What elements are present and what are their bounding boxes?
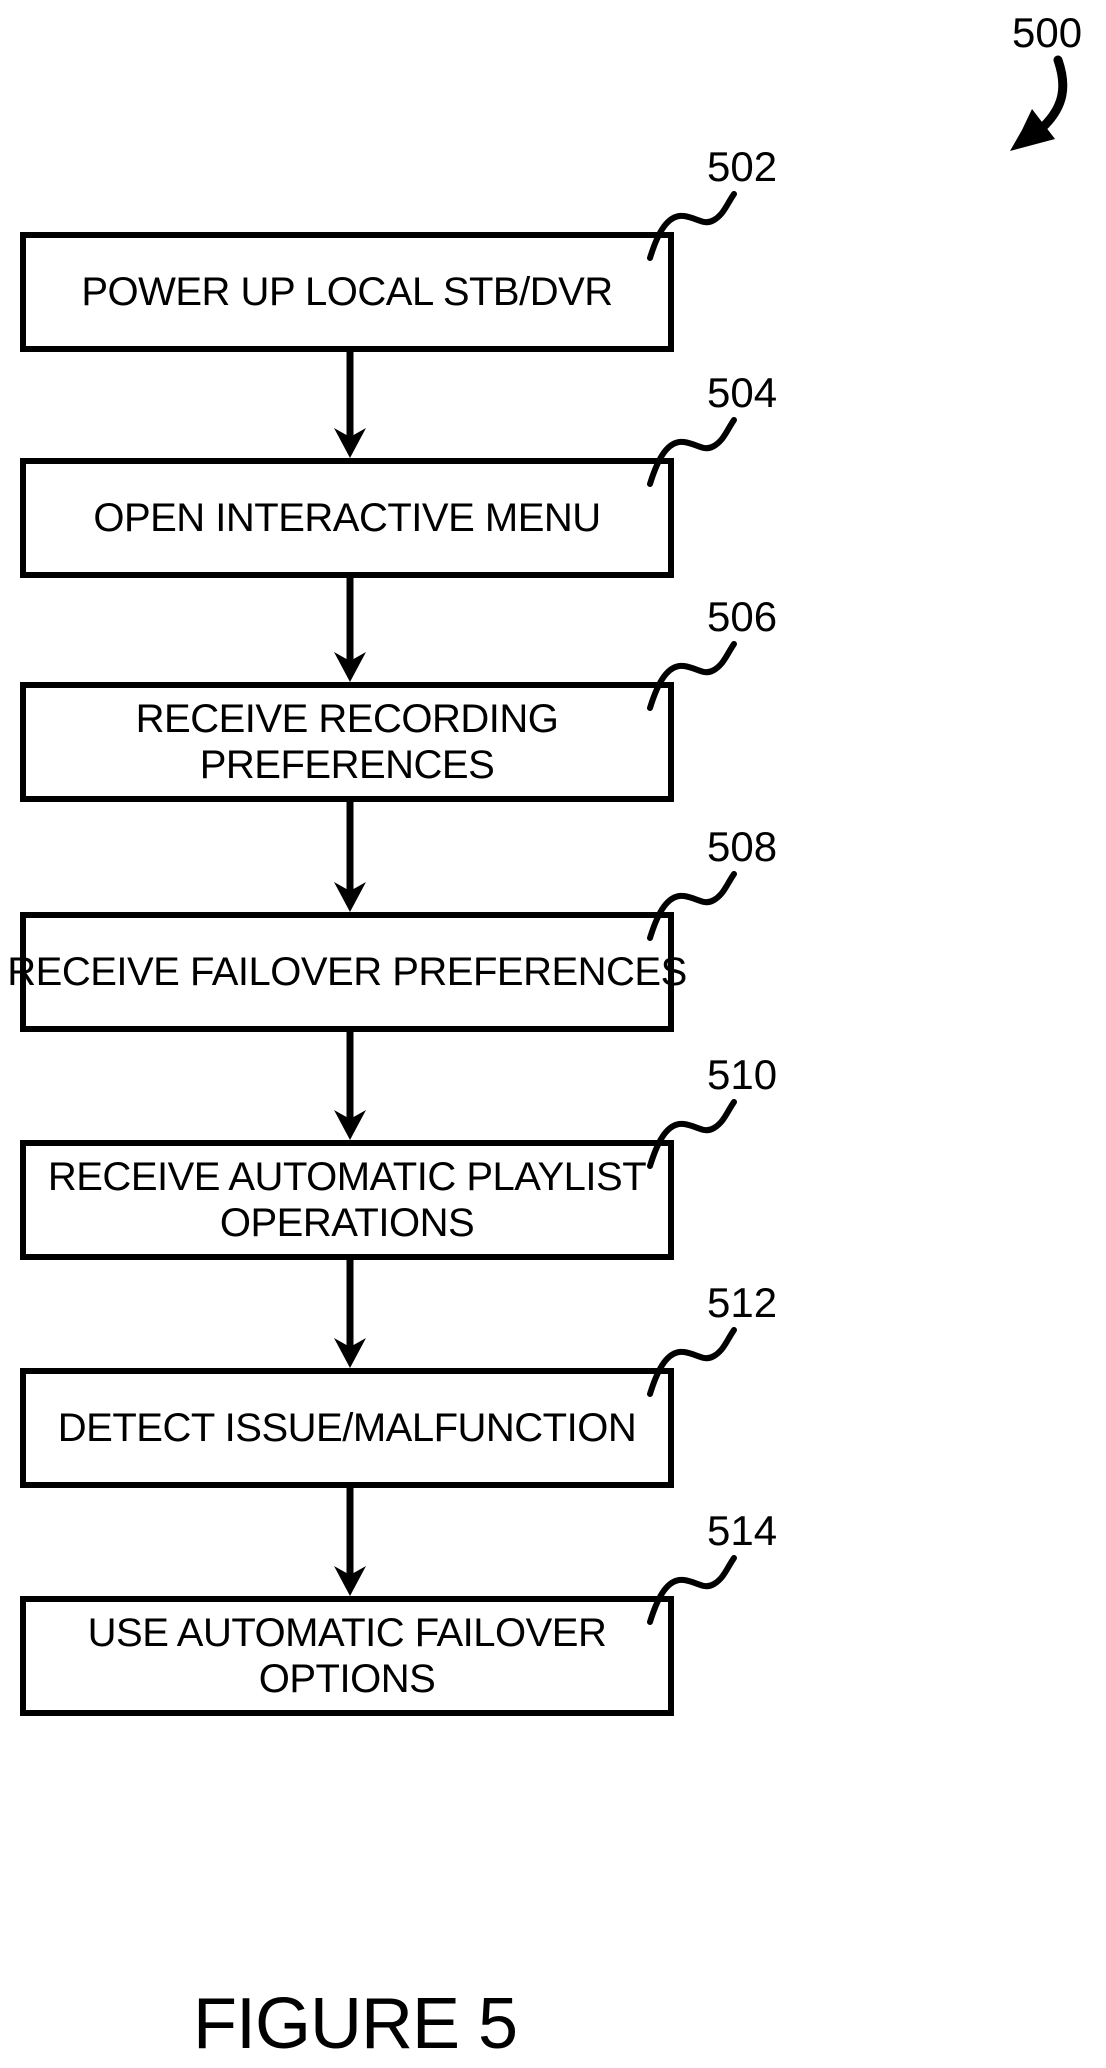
ref-leader-squiggle-icon — [647, 641, 737, 711]
flow-node-510: RECEIVE AUTOMATIC PLAYLIST OPERATIONS — [20, 1140, 674, 1260]
figure-ref-500: 500 — [970, 8, 1106, 168]
flow-arrow-icon — [334, 1260, 366, 1368]
flow-node-502: POWER UP LOCAL STB/DVR — [20, 232, 674, 352]
ref-leader-squiggle-icon — [647, 1327, 737, 1397]
node-ref-label: 512 — [707, 1279, 778, 1326]
node-ref-label: 508 — [707, 823, 778, 870]
node-text-line: OPERATIONS — [219, 1201, 475, 1245]
node-text-line: OPEN INTERACTIVE MENU — [93, 496, 601, 540]
node-text-line: USE AUTOMATIC FAILOVER — [87, 1611, 607, 1655]
node-ref-label: 510 — [707, 1051, 778, 1098]
flow-arrow-icon — [334, 352, 366, 458]
flow-node-508: RECEIVE FAILOVER PREFERENCES — [7, 912, 687, 1032]
node-text-line: RECEIVE FAILOVER PREFERENCES — [7, 950, 687, 994]
node-ref-504: 504 — [600, 366, 810, 511]
node-text-line: DETECT ISSUE/MALFUNCTION — [57, 1406, 637, 1450]
figure-ref-arrow-icon — [1010, 55, 1068, 151]
node-ref-514: 514 — [600, 1504, 810, 1649]
flow-arrow-icon — [334, 1032, 366, 1140]
ref-leader-squiggle-icon — [647, 871, 737, 941]
figure-caption: FIGURE 5 — [192, 1984, 518, 2064]
node-ref-510: 510 — [600, 1048, 810, 1193]
node-ref-502: 502 — [600, 140, 810, 285]
ref-leader-squiggle-icon — [647, 417, 737, 487]
node-text-line: OPTIONS — [258, 1657, 436, 1701]
ref-leader-squiggle-icon — [647, 1555, 737, 1625]
flow-arrow-icon — [334, 1488, 366, 1596]
flow-node-512: DETECT ISSUE/MALFUNCTION — [20, 1368, 674, 1488]
flow-node-504: OPEN INTERACTIVE MENU — [20, 458, 674, 578]
flow-arrow-icon — [334, 578, 366, 682]
ref-leader-squiggle-icon — [647, 1099, 737, 1169]
flow-node-514: USE AUTOMATIC FAILOVER OPTIONS — [20, 1596, 674, 1716]
node-ref-label: 504 — [707, 369, 778, 416]
node-text-line: PREFERENCES — [199, 743, 495, 787]
figure-ref-label: 500 — [1012, 9, 1083, 56]
node-ref-label: 506 — [707, 593, 778, 640]
node-ref-label: 502 — [707, 143, 778, 190]
node-text-line: RECEIVE AUTOMATIC PLAYLIST — [47, 1155, 647, 1199]
node-text-line: POWER UP LOCAL STB/DVR — [81, 270, 613, 314]
node-ref-label: 514 — [707, 1507, 778, 1554]
node-ref-508: 508 — [600, 820, 810, 965]
node-ref-512: 512 — [600, 1276, 810, 1421]
node-ref-506: 506 — [600, 590, 810, 735]
flow-arrow-icon — [334, 802, 366, 912]
node-text-line: RECEIVE RECORDING — [135, 697, 559, 741]
ref-leader-squiggle-icon — [647, 191, 737, 261]
flow-node-506: RECEIVE RECORDING PREFERENCES — [20, 682, 674, 802]
